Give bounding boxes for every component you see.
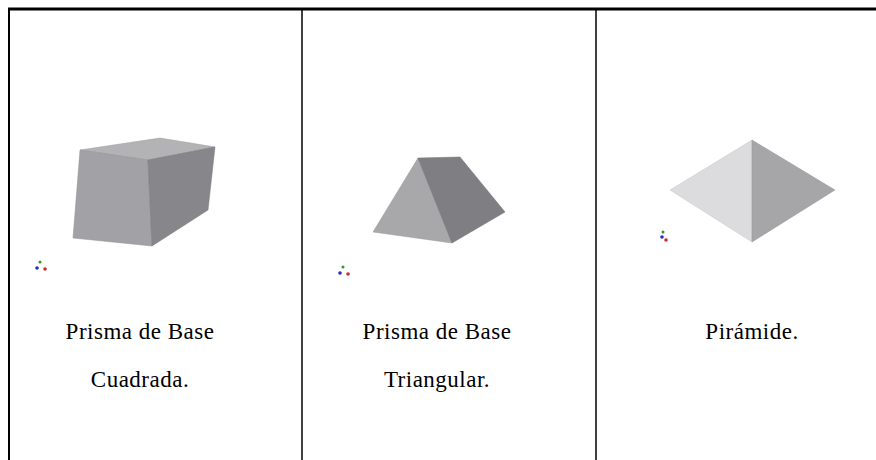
table-border [595, 8, 597, 460]
table-cell-text: Prisma de Base Triangular. [332, 308, 542, 404]
table-border [8, 8, 10, 460]
axis-icon [660, 231, 668, 242]
axis-icon [35, 261, 47, 271]
table-border [8, 8, 876, 11]
pyramid [670, 140, 835, 242]
axis-icon [338, 266, 350, 276]
table-cell-text: Pirámide. [647, 308, 857, 356]
table-cell-text: Prisma de Base Cuadrada. [35, 308, 245, 404]
table-border [301, 8, 303, 460]
square-prism [73, 138, 215, 246]
triangular-prism [373, 157, 505, 243]
